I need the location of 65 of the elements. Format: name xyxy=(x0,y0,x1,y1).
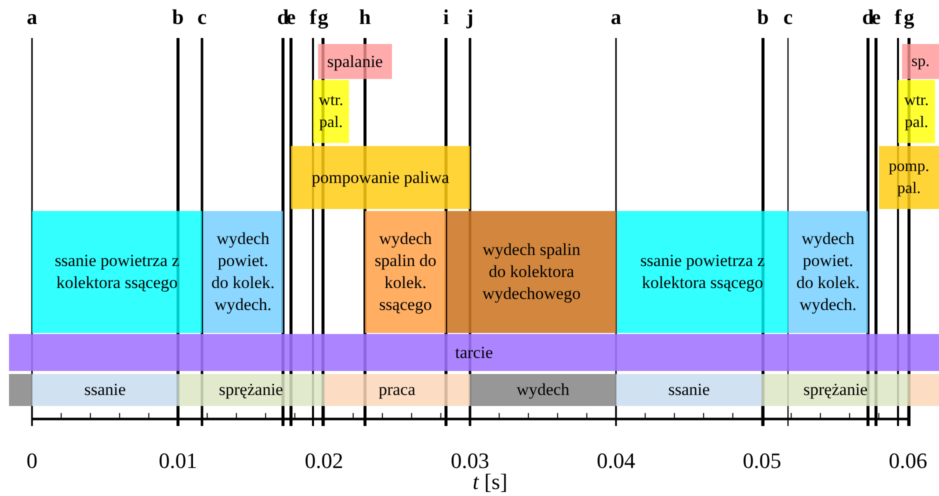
band-label: wydech spalin do kolektora wydechowego xyxy=(481,239,582,305)
phase-band xyxy=(788,211,868,333)
marker-letter: e xyxy=(871,5,881,29)
band-label: sp. xyxy=(911,52,930,72)
phase-band xyxy=(879,146,939,209)
marker-letter: b xyxy=(757,5,769,29)
band-label: pomp. pal. xyxy=(888,156,930,198)
phase-band xyxy=(9,374,32,406)
marker-letter: g xyxy=(318,5,328,29)
tick-label: 0.06 xyxy=(888,449,928,473)
tick-label: 0.03 xyxy=(450,449,490,473)
band-label: pompowanie paliwa xyxy=(312,166,450,188)
band-label: wydech spalin do kolek. ssącego xyxy=(374,228,438,316)
marker-letter: b xyxy=(172,5,184,29)
phase-band xyxy=(470,374,616,406)
marker-letter: j xyxy=(466,5,474,29)
tick-label: 0.02 xyxy=(304,449,344,473)
phase-band xyxy=(909,374,939,406)
tick-label: 0.05 xyxy=(742,449,782,473)
band-label: wydech powiet. do kolek. wydech. xyxy=(210,228,276,316)
band-label: sprężanie xyxy=(803,379,868,401)
marker-letter: c xyxy=(197,5,207,29)
band-label: ssanie powietrza z kolektora ssącego xyxy=(54,250,180,294)
marker-letter: a xyxy=(610,5,622,29)
band-label: ssanie xyxy=(84,379,126,401)
band-label: wtr. pal. xyxy=(318,90,344,132)
band-label: wydech xyxy=(516,379,570,401)
marker-letter: i xyxy=(443,5,449,29)
phase-band xyxy=(32,374,178,406)
band-label: tarcie xyxy=(455,342,493,364)
band-label: ssanie powietrza z kolektora ssącego xyxy=(639,250,766,294)
marker-letter: e xyxy=(286,5,296,29)
band-label: wtr. pal. xyxy=(903,90,930,132)
marker-letter: g xyxy=(904,5,914,29)
phase-band xyxy=(9,334,939,371)
phase-band xyxy=(898,80,935,143)
band-label: spalanie xyxy=(327,50,383,72)
marker-letter: f xyxy=(894,5,902,29)
marker-letter: a xyxy=(26,5,38,29)
marker-letter: d xyxy=(277,5,289,29)
phase-band xyxy=(203,211,283,333)
marker-letter: d xyxy=(862,5,874,29)
phase-band xyxy=(324,374,470,406)
marker-letter: f xyxy=(310,5,316,29)
phase-band xyxy=(32,211,202,333)
phase-band xyxy=(365,211,446,333)
phase-band xyxy=(313,80,349,143)
phase-band xyxy=(178,374,324,406)
axis-title: t [s] xyxy=(472,470,508,494)
phase-band xyxy=(318,44,392,79)
band-label: wydech powiet. do kolek. wydech. xyxy=(795,228,861,316)
band-label: sprężanie xyxy=(218,379,284,401)
tick-label: 0 xyxy=(26,449,38,473)
phase-band xyxy=(902,44,939,79)
marker-letter: h xyxy=(359,5,371,29)
band-label: praca xyxy=(378,379,416,401)
tick-label: 0.01 xyxy=(158,449,198,473)
phase-band xyxy=(447,211,616,333)
tick-label: 0.04 xyxy=(596,449,636,473)
marker-letter: c xyxy=(783,5,793,29)
phase-band xyxy=(617,211,788,333)
phase-band xyxy=(291,146,470,209)
phase-band xyxy=(762,374,909,406)
phase-band xyxy=(616,374,762,406)
band-label: ssanie xyxy=(668,379,710,401)
